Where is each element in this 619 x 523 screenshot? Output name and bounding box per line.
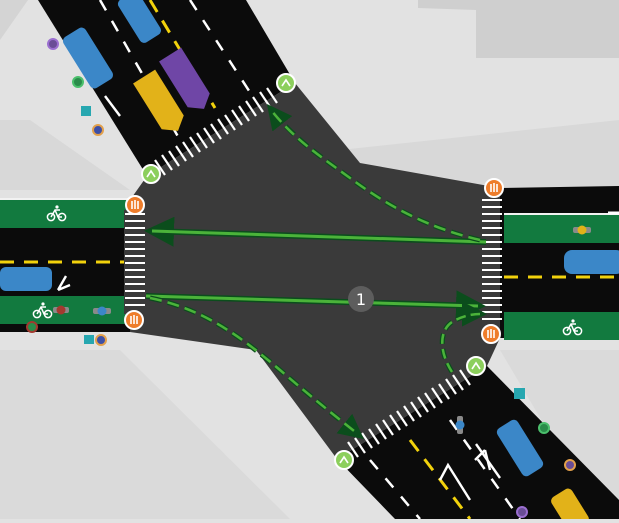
vehicle-blue-north-1: [62, 27, 114, 89]
movement-paths: [144, 104, 487, 440]
cyclist-east: [573, 225, 591, 235]
tree-icon: [95, 334, 107, 346]
tree-icon: [516, 506, 528, 518]
intersection-area: [130, 83, 500, 459]
tree-icon: [26, 321, 38, 333]
lane-line-north-1: [98, 0, 182, 141]
hand-stop-icon: [124, 310, 144, 330]
tree-icon: [47, 38, 59, 50]
tree-icon: [72, 76, 84, 88]
vehicle-yellow-north: [133, 69, 184, 131]
cyclist-south: [455, 416, 465, 434]
vehicle-blue-north-2: [117, 0, 162, 43]
callout-1-label: 1: [356, 290, 366, 309]
bike-lane-east-upper: [504, 215, 619, 243]
crosswalk-south: [347, 369, 471, 458]
vehicle-blue-east: [564, 250, 619, 274]
lane-line-south-2: [448, 419, 522, 520]
block-west-lower: [0, 350, 290, 519]
turn-arrows: [56, 95, 501, 501]
hand-stop-icon: [125, 195, 145, 215]
cyclist-west: [53, 305, 69, 315]
parking-meter-icon: [514, 388, 525, 399]
tree-icon: [538, 422, 550, 434]
vehicle-blue-south: [496, 419, 544, 477]
hand-stop-icon: [481, 324, 501, 344]
vehicle-purple-north: [159, 47, 210, 109]
crosswalk-west: [124, 210, 146, 314]
turn-arrow-icon: [104, 95, 121, 117]
building-ne: [418, 0, 619, 58]
bike-signal-icon: [466, 356, 486, 376]
cyclists: [53, 225, 591, 434]
vehicle-blue-west: [0, 267, 52, 291]
block-nw: [0, 0, 28, 40]
crosswalk-east: [482, 199, 502, 320]
crosswalk-north: [154, 87, 278, 176]
bike-signal-icon: [334, 450, 354, 470]
bike-lane-east-lower: [504, 312, 619, 340]
road-south: [337, 366, 619, 519]
cyclist-west-2: [93, 306, 111, 316]
signals: [124, 73, 504, 470]
turn-arrow-icon: [438, 462, 472, 501]
tree-icon: [564, 459, 576, 471]
street-furniture: [26, 38, 576, 518]
bike-signal-icon: [141, 164, 161, 184]
parking-meter-icon: [84, 335, 94, 344]
callout-1: 1: [348, 286, 374, 312]
bike-signal-icon: [276, 73, 296, 93]
turn-arrow-icon: [56, 275, 71, 292]
block-west-upper: [0, 120, 130, 190]
turn-arrow-icon: [475, 443, 501, 479]
hand-stop-icon: [484, 178, 504, 198]
tree-icon: [92, 124, 104, 136]
lane-line-north-2: [188, 0, 257, 101]
parking-meter-icon: [81, 106, 91, 116]
